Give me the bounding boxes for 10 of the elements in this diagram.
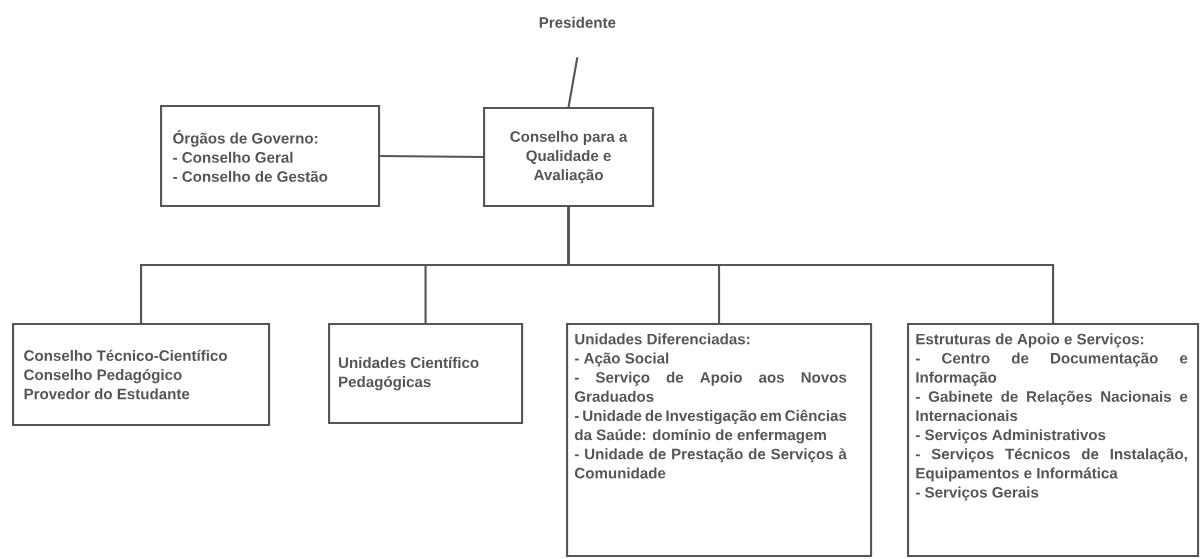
connector-line	[567, 207, 1055, 323]
org-box: Estruturas de Apoio e Serviços: - Centro de Documentação e Informação - Gabinete de Relações Nacionais e Internacionais - Serviços Administrativos - Serviços Técnicos de Instalação, Equipamentos e Informática - Serviços Gerais	[907, 323, 1200, 558]
org-box: Unidades Científico Pedagógicas	[328, 323, 524, 425]
connector-line	[380, 155, 484, 159]
title-text: Presidente	[539, 16, 616, 28]
org-box: Conselho para a Qualidade e Avaliação	[483, 107, 655, 208]
connector-line	[567, 57, 579, 108]
org-box: Conselho Técnico-Científico Conselho Pedagógico Provedor do Estudante	[12, 323, 271, 427]
org-box: Unidades Diferenciadas: - Ação Social - Serviço de Apoio aos Novos Graduados - Unidade de Investigação em Ciências da Saúde: domínio de enfermagem - Unidade de Prestação de Serviços à Comunidade	[566, 323, 873, 558]
org-box: Órgãos de Governo: - Conselho Geral - Conselho de Gestão	[160, 105, 381, 208]
